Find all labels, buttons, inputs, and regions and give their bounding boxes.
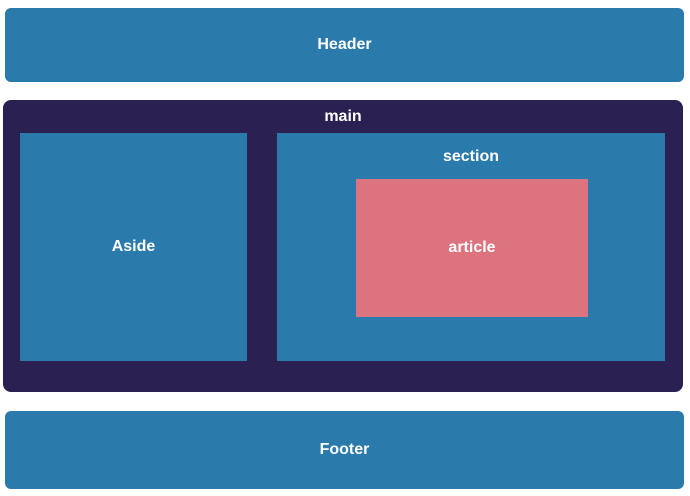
header-box: Header xyxy=(5,8,684,82)
main-container: main Aside section article xyxy=(3,100,683,392)
article-label: article xyxy=(448,239,496,256)
aside-label: Aside xyxy=(111,238,156,255)
footer-box: Footer xyxy=(5,411,684,489)
section-label: section xyxy=(442,148,499,165)
section-box: section article xyxy=(277,133,665,361)
article-box: article xyxy=(356,179,588,317)
header-label: Header xyxy=(317,36,372,53)
footer-label: Footer xyxy=(319,441,370,458)
main-label: main xyxy=(324,108,362,125)
aside-box: Aside xyxy=(20,133,247,361)
